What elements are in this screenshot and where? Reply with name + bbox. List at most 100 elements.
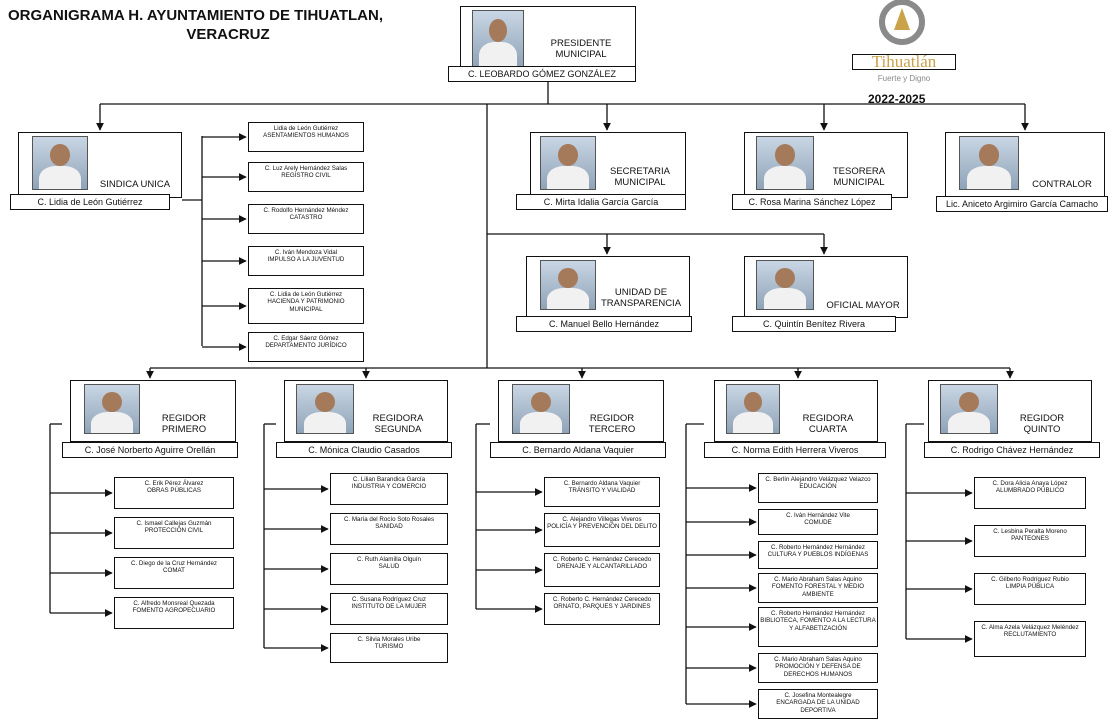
dept-person: C. Josefina Montealegre (784, 692, 852, 699)
person-body-icon (547, 166, 589, 189)
dept-person: C. Edgar Sáenz Gómez (273, 335, 339, 342)
sindica-photo (32, 136, 88, 190)
person-icon (530, 391, 552, 412)
secretaria-role: SECRETARIA MUNICIPAL (609, 166, 670, 188)
person-icon (50, 144, 70, 167)
person-icon (558, 267, 578, 288)
dept-person: C. Susana Rodríguez Cruz (352, 596, 426, 603)
transparencia-photo (540, 260, 596, 310)
transparencia-role: UNIDAD DE TRANSPARENCIA (600, 287, 682, 309)
contralor-photo (959, 136, 1019, 190)
dept-area: INSTITUTO DE LA MUJER (351, 603, 427, 611)
dept-person: C. Iván Mendoza Vidal (274, 249, 338, 256)
person-icon (743, 391, 763, 412)
regidor-1-photo (84, 384, 140, 434)
dept-person: C. Roberto Hernández Hernández (771, 610, 865, 617)
dept-area: ORNATO, PARQUES Y JARDINES (553, 603, 651, 611)
dept-area: EDUCACIÓN (799, 483, 837, 491)
person-body-icon (91, 411, 133, 433)
regidor-1-role: REGIDOR PRIMERO (161, 413, 207, 435)
person-icon (774, 144, 796, 167)
dept-area: OBRAS PÚBLICAS (147, 487, 201, 495)
dept-area: PROTECCIÓN CIVIL (144, 527, 204, 535)
dept-area: FOMENTO AGROPECUARIO (132, 607, 216, 615)
regidor-4-photo (726, 384, 780, 434)
dept-person: C. Dora Alicia Anaya López (992, 480, 1068, 487)
page-title: ORGANIGRAMA H. AYUNTAMIENTO DE TIHUATLAN… (8, 7, 383, 43)
dept-area: CATASTRO (289, 214, 323, 222)
dept-person: C. Lesbina Peralta Moreno (993, 528, 1067, 535)
dept-area: REGISTRO CIVIL (281, 172, 331, 180)
dept-area: TURISMO (374, 643, 404, 651)
dept-area: SALUD (378, 563, 400, 571)
regidor-5-name: C. Rodrigo Chávez Hernández (924, 442, 1100, 458)
dept-person: C. Lidia de León Gutiérrez (269, 291, 343, 298)
dept-area: INDUSTRIA Y COMERCIO (351, 483, 427, 491)
dept-person: C. Alejandro Villegas Viveros (562, 516, 642, 523)
tesorera-role: TESORERA MUNICIPAL (832, 166, 886, 188)
dept-area: DEPARTAMENTO JURÍDICO (265, 342, 347, 350)
person-body-icon (547, 287, 589, 309)
person-icon (314, 391, 336, 412)
person-icon (102, 391, 122, 412)
dept-person: C. Lilian Barandica García (352, 476, 426, 483)
dept-area: ALUMBRADO PÚBLICO (995, 487, 1065, 495)
dept-area: PROMOCIÓN Y DEFENSA DE DERECHOS HUMANOS (775, 663, 861, 678)
secretaria-photo (540, 136, 596, 190)
oficial-mayor-role: OFICIAL MAYOR (826, 300, 900, 311)
dept-area: DRENAJE Y ALCANTARILLADO (556, 563, 648, 571)
dept-person: C. Luz Arely Hernández Salas (264, 165, 348, 172)
contralor-role: CONTRALOR (1032, 179, 1092, 190)
regidor-2-role: REGIDORA SEGUNDA (372, 413, 424, 435)
logo-tagline: Fuerte y Digno (877, 74, 931, 83)
person-body-icon (763, 166, 807, 189)
dept-area: CULTURA Y PUEBLOS INDÍGENAS (767, 551, 869, 559)
dept-area: FOMENTO FORESTAL Y MEDIO AMBIENTE (771, 583, 865, 598)
dept-area: LIMPIA PÚBLICA (1005, 583, 1055, 591)
dept-person: C. Alfredo Monsreal Quezada (133, 600, 215, 607)
regidor-4-role: REGIDORA CUARTA (802, 413, 854, 435)
dept-person: C. Gilberto Rodríguez Rubio (991, 576, 1069, 583)
dept-area: BIBLIOTECA, FOMENTO A LA LECTURA Y ALFAB… (760, 617, 876, 632)
logo-emblem-icon (879, 0, 925, 45)
dept-person: C. Silvia Morales Uribe (357, 636, 421, 643)
regidor-1-name: C. José Norberto Aguirre Orellán (62, 442, 238, 458)
person-body-icon (763, 287, 807, 309)
person-icon (774, 267, 796, 288)
dept-area: COMUDE (804, 519, 832, 527)
dept-area: PANTEONES (1011, 535, 1049, 543)
tesorera-name: C. Rosa Marina Sánchez López (732, 194, 892, 210)
transparencia-name: C. Manuel Bello Hernández (516, 316, 692, 332)
dept-area: TRÁNSITO Y VIALIDAD (568, 487, 636, 495)
logo-name: Tihuatlán (852, 54, 956, 70)
dept-person: C. Ismael Callejas Guzmán (136, 520, 212, 527)
regidor-5-photo (940, 384, 998, 434)
dept-person: C. Iván Hernández Vite (786, 512, 850, 519)
dept-person: C. Roberto C. Hernández Cerecedo (552, 596, 652, 603)
person-icon (958, 391, 980, 412)
person-body-icon (303, 411, 347, 433)
dept-person: C. María del Rocío Soto Rosales (343, 516, 435, 523)
person-icon (558, 144, 578, 167)
regidor-4-name: C. Norma Edith Herrera Viveros (704, 442, 886, 458)
municipal-logo: Tihuatlán Fuerte y Digno (850, 0, 960, 110)
person-icon (978, 144, 1000, 167)
person-body-icon (966, 166, 1012, 189)
dept-area: ASENTAMIENTOS HUMANOS (263, 132, 349, 140)
